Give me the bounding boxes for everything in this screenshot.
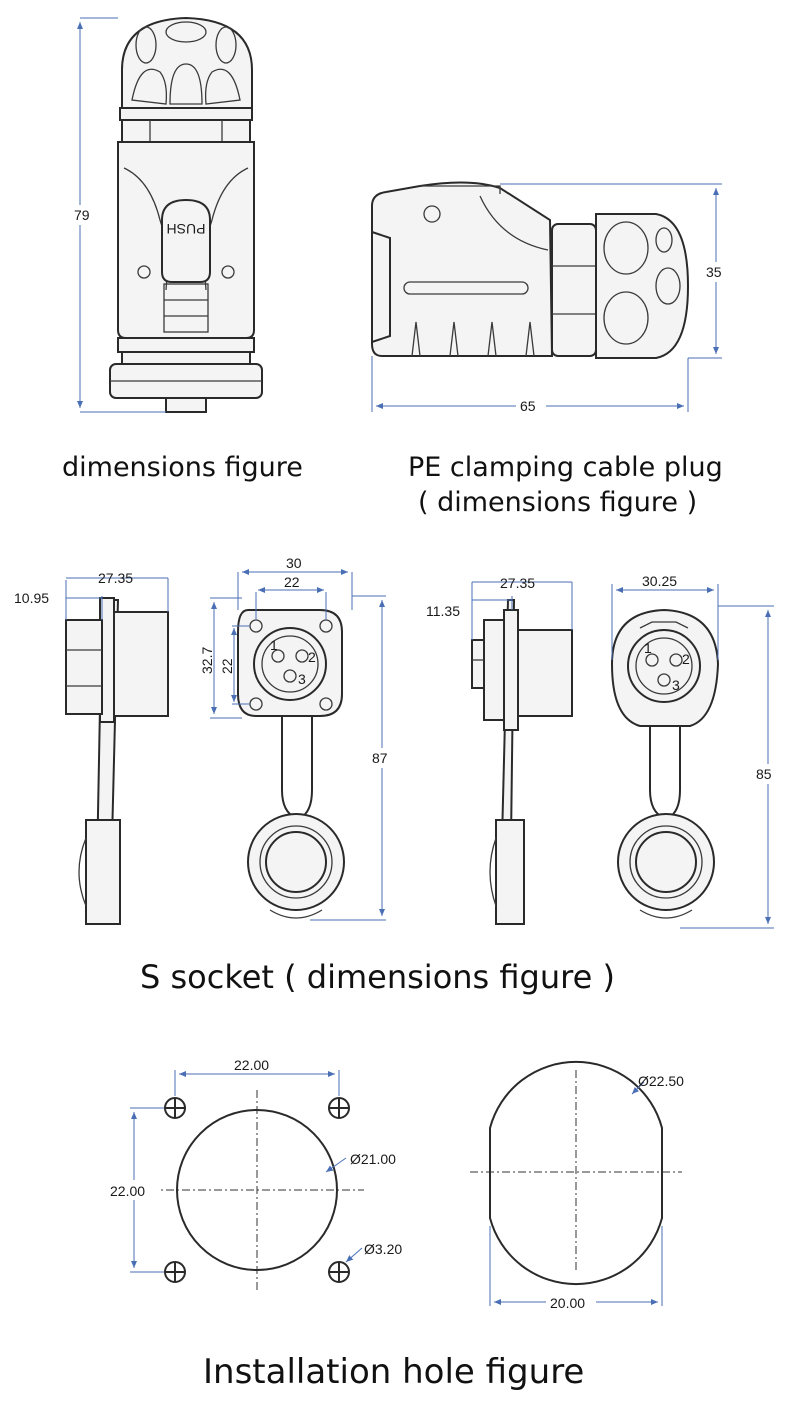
dim-socket-square-hole-x: 22 [284, 574, 300, 590]
mount-hole-bl [164, 1261, 186, 1283]
caption-socket: S socket ( dimensions figure ) [140, 958, 615, 996]
dim-plug-height: 79 [74, 207, 90, 223]
dim-socket-square-body-depth: 27.35 [98, 570, 133, 586]
dim-socket-round-flange-depth: 11.35 [426, 603, 460, 619]
dim-install-round-diameter: Ø22.50 [638, 1073, 684, 1089]
mount-hole-br [328, 1261, 350, 1283]
pin-3: 3 [298, 671, 306, 687]
install-square-hole-view: 22.00 22.00 Ø21.00 Ø3.20 [108, 1057, 402, 1290]
plug-front-view: PUSH 79 [64, 16, 263, 413]
caption-plug-side-line2: ( dimensions figure ) [418, 487, 698, 518]
plug-side-view: 35 65 [371, 181, 730, 416]
socket-square-side-view: 27.35 10.95 [14, 570, 169, 925]
dim-socket-round-body-depth: 27.35 [500, 575, 535, 591]
dim-socket-square-flange-width: 30 [286, 555, 302, 571]
dim-socket-square-flange-height: 32.7 [199, 647, 215, 674]
dim-socket-round-width: 30.25 [642, 573, 677, 589]
caption-plug-front: dimensions figure [62, 452, 303, 483]
pin-3-round: 3 [672, 677, 680, 693]
dim-socket-square-hole-y: 22 [219, 658, 235, 674]
install-round-hole-view: 20.00 Ø22.50 [470, 1060, 684, 1312]
pin-2-round: 2 [682, 651, 690, 667]
dim-install-center-hole: Ø21.00 [350, 1151, 396, 1167]
caption-plug-side-line1: PE clamping cable plug [408, 452, 723, 483]
mount-hole-tr [328, 1097, 350, 1119]
dim-install-round-flat: 20.00 [550, 1295, 585, 1311]
pin-1: 1 [270, 637, 278, 653]
mount-hole-tl [164, 1097, 186, 1119]
pin-1-round: 1 [644, 640, 652, 656]
socket-round-side-view: 27.35 11.35 [426, 575, 573, 925]
socket-square-front-view: 1 2 3 30 22 32.7 22 87 [199, 555, 398, 921]
dim-socket-square-flange-depth: 10.95 [14, 590, 49, 606]
dim-install-square-y: 22.00 [110, 1183, 145, 1199]
dim-plug-length: 65 [520, 398, 536, 414]
dim-socket-round-length: 85 [756, 766, 772, 782]
caption-install: Installation hole figure [203, 1352, 585, 1392]
socket-round-front-view: 1 2 3 30.25 85 [610, 573, 782, 929]
push-label: PUSH [167, 221, 206, 237]
dim-install-mount-hole: Ø3.20 [364, 1241, 402, 1257]
dim-install-square-x: 22.00 [234, 1057, 269, 1073]
dim-plug-side-height: 35 [706, 264, 722, 280]
dim-socket-square-length: 87 [372, 750, 388, 766]
pin-2: 2 [308, 649, 316, 665]
